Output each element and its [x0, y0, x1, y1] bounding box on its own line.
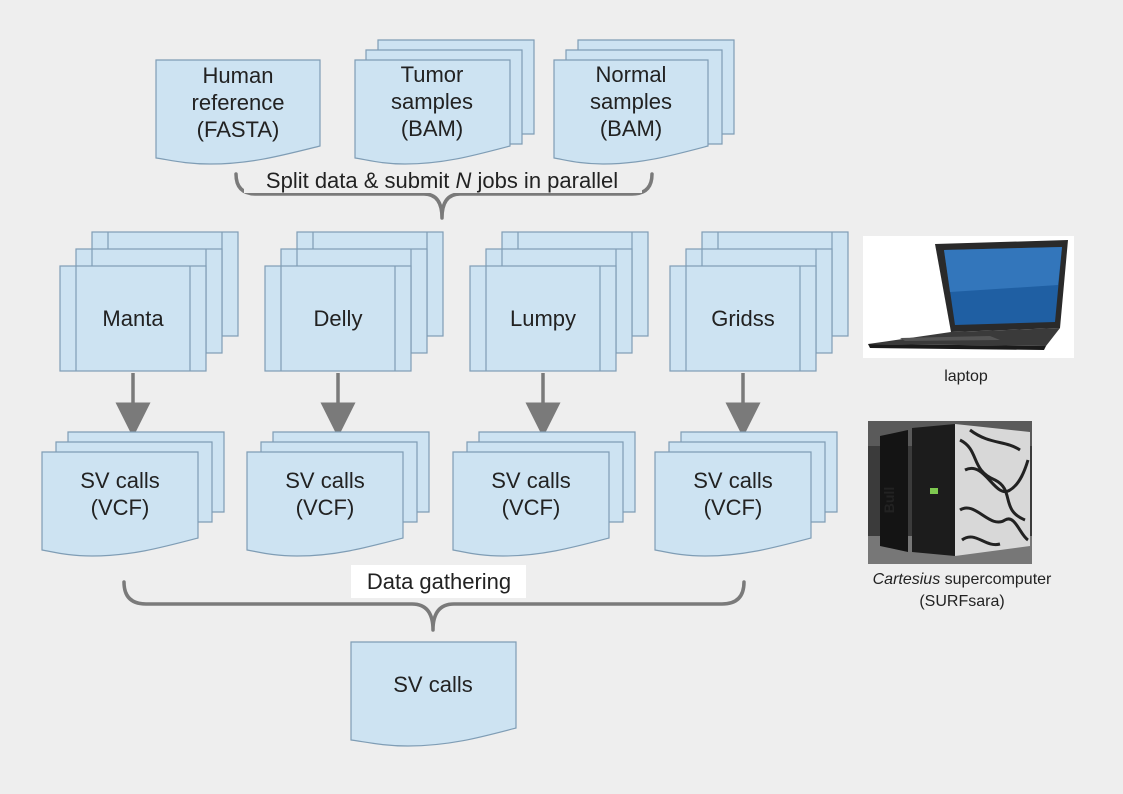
tool-manta: Manta [59, 231, 239, 372]
tool-delly-label: Delly [314, 306, 363, 331]
tool-lumpy: Lumpy [469, 231, 649, 372]
svg-text:(BAM): (BAM) [401, 116, 463, 141]
sv-calls-lumpy-line1: SV calls [491, 468, 570, 493]
sv-calls-gridss-line1: SV calls [693, 468, 772, 493]
tumor-samples-line2: samples [391, 89, 473, 114]
laptop-caption: laptop [944, 368, 988, 385]
sv-calls-lumpy: SV calls (VCF) [452, 431, 636, 557]
sv-calls-gridss: SV calls (VCF) [654, 431, 838, 557]
svg-text:Gridss: Gridss [711, 306, 775, 331]
svg-text:(VCF): (VCF) [502, 495, 561, 520]
svg-text:samples: samples [590, 89, 672, 114]
sv-calls-gridss-line2: (VCF) [704, 495, 763, 520]
sv-calls-manta-line2: (VCF) [91, 495, 150, 520]
supercomputer-caption-line2: (SURFsara) [919, 593, 1004, 610]
tumor-samples-line3: (BAM) [401, 116, 463, 141]
split-label: Split data & submit N jobs in parallel [266, 168, 618, 193]
gather-label: Data gathering [367, 569, 511, 594]
final-sv-calls-doc: SV calls [350, 641, 517, 747]
sv-calls-manta-line1: SV calls [80, 468, 159, 493]
svg-text:Manta: Manta [102, 306, 164, 331]
svg-text:(BAM): (BAM) [600, 116, 662, 141]
tool-gridss: Gridss [669, 231, 849, 372]
svg-text:(VCF): (VCF) [91, 495, 150, 520]
tumor-samples-line1: Tumor [401, 62, 464, 87]
sv-calls-delly-line2: (VCF) [296, 495, 355, 520]
tool-lumpy-label: Lumpy [510, 306, 576, 331]
normal-samples-line3: (BAM) [600, 116, 662, 141]
svg-text:Normal: Normal [596, 62, 667, 87]
tumor-samples-doc: Tumor samples (BAM) [354, 39, 535, 165]
svg-text:(FASTA): (FASTA) [197, 117, 280, 142]
svg-text:SV calls: SV calls [491, 468, 570, 493]
tool-delly: Delly [264, 231, 444, 372]
svg-text:Delly: Delly [314, 306, 363, 331]
svg-text:SV calls: SV calls [693, 468, 772, 493]
tool-manta-label: Manta [102, 306, 164, 331]
svg-text:SV calls: SV calls [285, 468, 364, 493]
normal-samples-line2: samples [590, 89, 672, 114]
sv-calls-lumpy-line2: (VCF) [502, 495, 561, 520]
svg-text:Bull: Bull [881, 487, 897, 513]
supercomputer-image: Bull [868, 421, 1032, 564]
svg-text:Lumpy: Lumpy [510, 306, 576, 331]
normal-samples-doc: Normal samples (BAM) [553, 39, 735, 165]
laptop-image [863, 236, 1074, 358]
gather-label-bg [351, 565, 526, 598]
sv-calls-manta: SV calls (VCF) [41, 431, 225, 557]
svg-text:SV calls: SV calls [80, 468, 159, 493]
svg-text:Human: Human [203, 63, 274, 88]
sv-calls-delly: SV calls (VCF) [246, 431, 430, 557]
sv-calls-delly-line1: SV calls [285, 468, 364, 493]
tool-gridss-label: Gridss [711, 306, 775, 331]
svg-text:reference: reference [192, 90, 285, 115]
human-reference-line1: Human [203, 63, 274, 88]
gather-brace [122, 580, 746, 632]
svg-text:Tumor: Tumor [401, 62, 464, 87]
human-reference-doc: Human reference (FASTA) [155, 59, 321, 165]
final-sv-calls-label: SV calls [393, 672, 472, 697]
svg-text:(VCF): (VCF) [296, 495, 355, 520]
svg-text:samples: samples [391, 89, 473, 114]
normal-samples-line1: Normal [596, 62, 667, 87]
human-reference-line2: reference [192, 90, 285, 115]
svg-text:SV calls: SV calls [393, 672, 472, 697]
svg-text:(VCF): (VCF) [704, 495, 763, 520]
human-reference-line3: (FASTA) [197, 117, 280, 142]
supercomputer-caption-line1: Cartesius supercomputer [873, 571, 1052, 588]
